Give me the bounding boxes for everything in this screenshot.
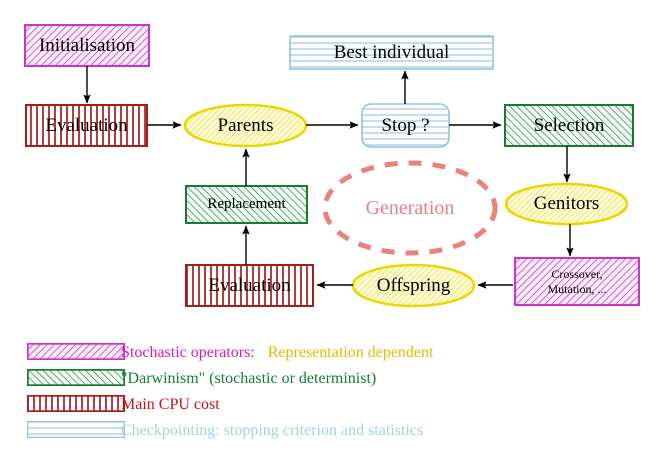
- legend-label-darwinism: "Darwinism" (stochastic or determinist): [121, 366, 376, 392]
- legend-label-checkpointing: Checkpointing: stopping criterion and st…: [121, 418, 423, 444]
- node-shape-initialisation[interactable]: [24, 24, 150, 67]
- node-shape-genitors[interactable]: [504, 182, 629, 226]
- node-shape-best-individual[interactable]: [289, 35, 494, 70]
- legend-segment-primary: Checkpointing: stopping criterion and st…: [121, 422, 424, 439]
- legend-segment-primary: "Darwinism" (stochastic or determinist): [121, 370, 377, 387]
- legend-row-darwinism: "Darwinism" (stochastic or determinist): [0, 366, 662, 392]
- legend-segment-secondary: Representation dependent: [267, 344, 434, 361]
- node-shape-replacement[interactable]: [185, 185, 308, 224]
- node-shape-generation: [322, 160, 498, 256]
- legend-swatch-red: [27, 395, 125, 412]
- legend-swatch-green: [27, 369, 125, 386]
- legend-label-main-cpu-cost: Main CPU cost: [121, 392, 220, 418]
- node-shape-crossover[interactable]: [514, 257, 640, 306]
- node-shape-evaluation-bottom[interactable]: [185, 264, 314, 307]
- legend-segment-primary: Main CPU cost: [121, 396, 220, 413]
- legend: Stochastic operators: Representation dep…: [0, 336, 662, 456]
- node-shape-parents[interactable]: [183, 103, 308, 148]
- node-shape-offspring[interactable]: [351, 263, 476, 308]
- legend-label-stochastic-operators: Stochastic operators: Representation dep…: [121, 340, 433, 366]
- node-shape-selection[interactable]: [504, 104, 634, 147]
- legend-row-checkpointing: Checkpointing: stopping criterion and st…: [0, 418, 662, 444]
- legend-row-stochastic-operators: Stochastic operators: Representation dep…: [0, 340, 662, 366]
- legend-row-main-cpu-cost: Main CPU cost: [0, 392, 662, 418]
- legend-segment-primary: Stochastic operators:: [121, 344, 255, 361]
- legend-swatch-magenta: [27, 343, 125, 360]
- node-shape-stop[interactable]: [361, 103, 450, 148]
- node-shape-evaluation-top[interactable]: [25, 104, 148, 147]
- legend-swatch-blue: [27, 421, 125, 438]
